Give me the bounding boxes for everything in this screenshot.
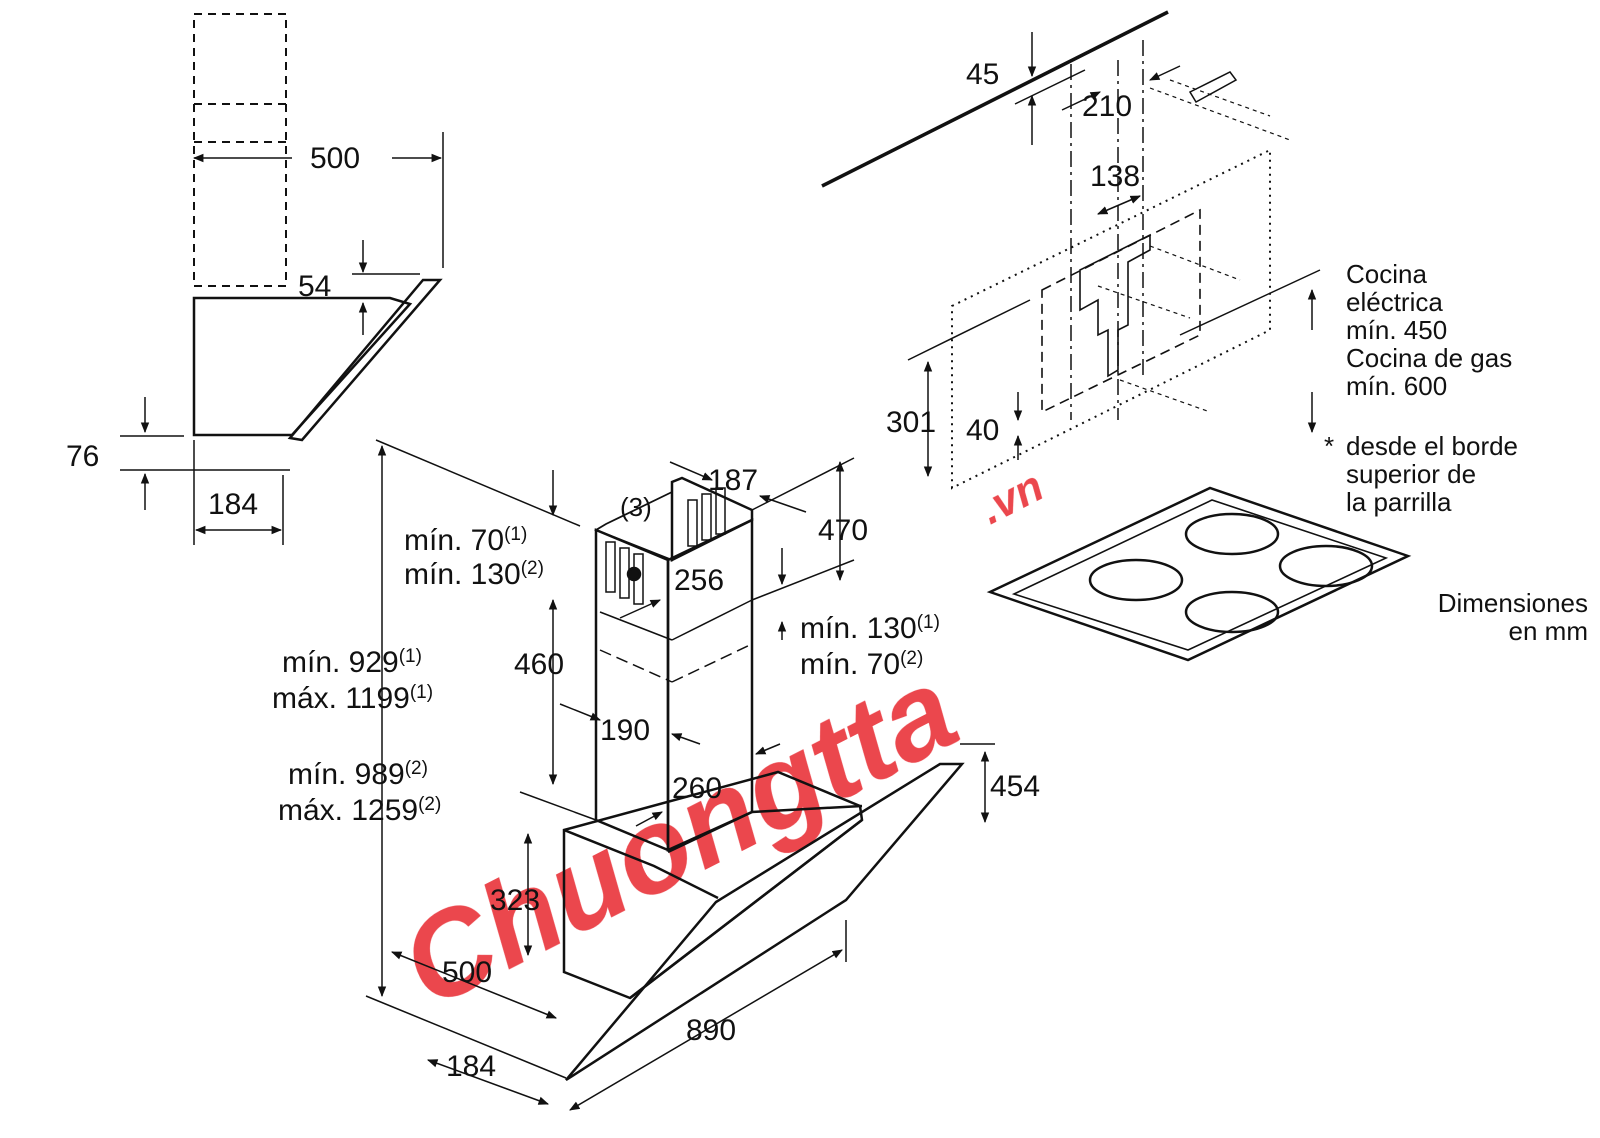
main-right-min70-sup: (2) (900, 648, 923, 669)
main-max1259: máx. 1259 (278, 794, 418, 827)
hob-note-line5: mín. 600 (1346, 371, 1447, 401)
main-260: 260 (672, 772, 722, 805)
wall-mount-view (821, 10, 1321, 490)
main-min130: mín. 130 (404, 558, 521, 591)
main-256: 256 (674, 564, 724, 597)
side-gap-54: 54 (298, 270, 331, 303)
mount-138: 138 (1090, 160, 1140, 193)
vent-ref-3: (3) (620, 492, 652, 522)
mount-210: 210 (1082, 90, 1132, 123)
main-right-min70-label: mín. 70(2) (800, 648, 923, 681)
main-min989: mín. 989 (288, 758, 405, 791)
main-890: 890 (686, 1014, 736, 1047)
side-height-76: 76 (66, 440, 99, 473)
main-min70: mín. 70 (404, 524, 504, 557)
main-min989-label: mín. 989(2) (288, 758, 428, 791)
watermark-suffix: .vn (972, 461, 1051, 534)
main-right-min130-sup: (1) (917, 612, 940, 633)
mount-40: 40 (966, 414, 999, 447)
mount-45: 45 (966, 58, 999, 91)
main-min70-sup: (1) (504, 524, 527, 545)
hob-note-line1: Cocina (1346, 259, 1427, 289)
units-note-line1: Dimensiones (1438, 588, 1588, 618)
units-note: Dimensiones en mm (1438, 588, 1588, 646)
main-right-min130-label: mín. 130(1) (800, 612, 940, 645)
hob-note-line8: la parrilla (1346, 487, 1452, 517)
main-min929-label: mín. 929(1) (282, 646, 422, 679)
units-note-line2: en mm (1509, 616, 1588, 646)
hob-note-line7: superior de (1346, 459, 1476, 489)
main-187: 187 (708, 464, 758, 497)
main-max1199-label: máx. 1199(1) (272, 682, 433, 715)
side-depth-184: 184 (208, 488, 258, 521)
hob-note-line2: eléctrica (1346, 287, 1443, 317)
main-460: 460 (514, 648, 564, 681)
hob-note-line3: mín. 450 (1346, 315, 1447, 345)
hood-main-view (365, 439, 995, 1111)
main-max1199-sup: (1) (410, 682, 433, 703)
hob-note-line6: desde el borde (1346, 431, 1518, 461)
main-470: 470 (818, 514, 868, 547)
main-190: 190 (600, 714, 650, 747)
side-view (120, 13, 444, 545)
main-500: 500 (442, 956, 492, 989)
main-min989-sup: (2) (405, 758, 428, 779)
main-454: 454 (990, 770, 1040, 803)
main-max1259-sup: (2) (418, 794, 441, 815)
hob-note-asterisk: * (1324, 431, 1334, 461)
main-184: 184 (446, 1050, 496, 1083)
main-min70-label: mín. 70(1) (404, 524, 527, 557)
main-right-min70: mín. 70 (800, 648, 900, 681)
main-max1259-label: máx. 1259(2) (278, 794, 441, 827)
mount-301: 301 (886, 406, 936, 439)
main-min130-label: mín. 130(2) (404, 558, 544, 591)
hob (986, 486, 1412, 662)
main-min130-sup: (2) (521, 558, 544, 579)
main-min929: mín. 929 (282, 646, 399, 679)
main-min929-sup: (1) (399, 646, 422, 667)
hob-note-line4: Cocina de gas (1346, 343, 1512, 373)
main-max1199: máx. 1199 (272, 682, 410, 715)
main-right-min130: mín. 130 (800, 612, 917, 645)
side-width-500: 500 (310, 142, 360, 175)
main-323: 323 (490, 884, 540, 917)
hob-note: Cocina eléctrica mín. 450 Cocina de gas … (1324, 259, 1518, 517)
